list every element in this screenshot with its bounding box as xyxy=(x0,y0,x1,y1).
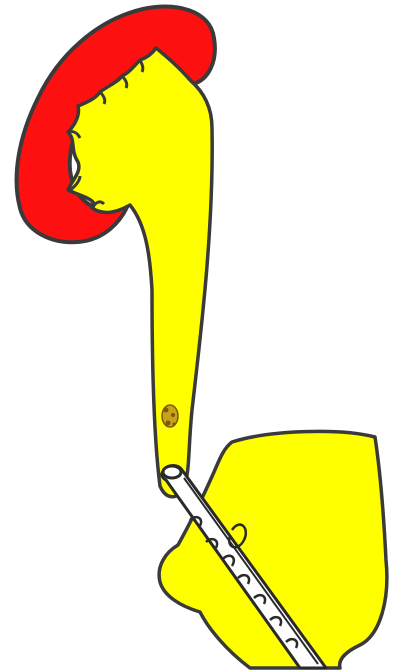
ureteral-stone xyxy=(162,405,178,427)
stent-tip xyxy=(163,466,181,478)
renal-pelvis-and-ureter xyxy=(68,48,212,497)
